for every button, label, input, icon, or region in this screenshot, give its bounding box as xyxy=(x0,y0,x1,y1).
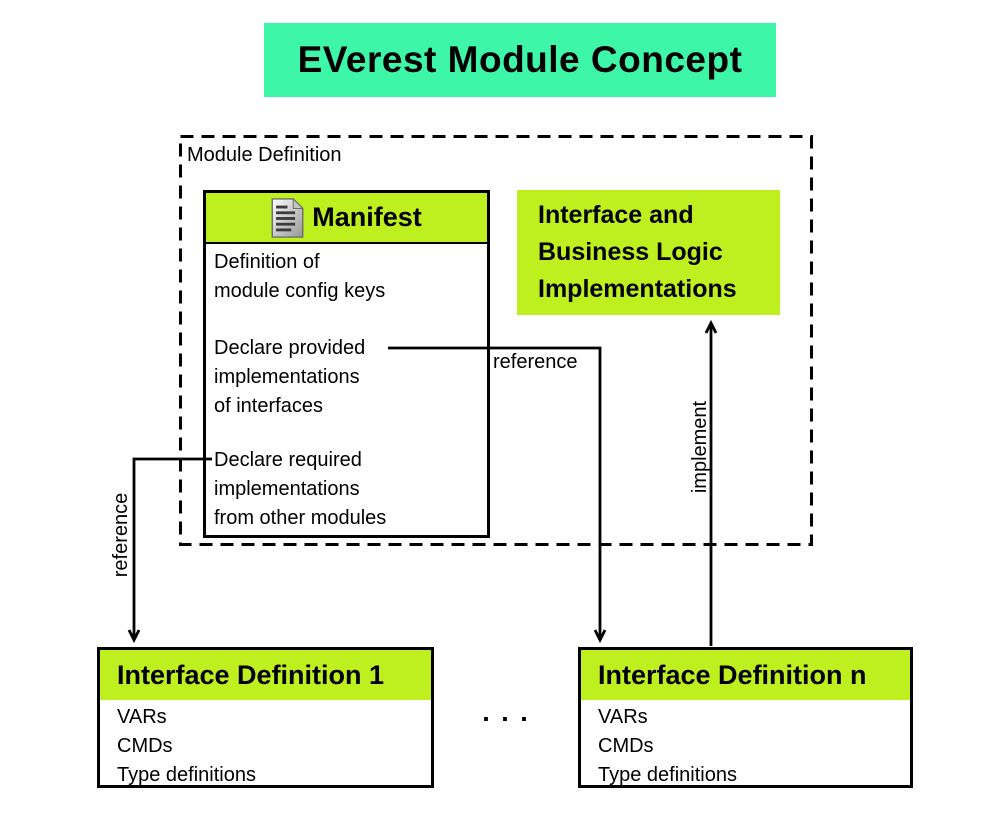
page-title: EVerest Module Concept xyxy=(297,39,743,80)
list-item: Type definitions xyxy=(598,764,737,786)
interface-definition-n-body: VARs CMDs Type definitions xyxy=(581,700,910,790)
list-item: VARs xyxy=(117,706,167,728)
interface-definition-n-header: Interface Definition n xyxy=(581,650,910,700)
interface-definition-1-header: Interface Definition 1 xyxy=(100,650,431,700)
manifest-config-section: Definition of module config keys xyxy=(214,251,386,302)
reference-left-label: reference xyxy=(109,492,132,578)
interface-definition-1-box: Interface Definition 1 VARs CMDs Type de… xyxy=(97,647,434,788)
implementations-box: Interface and Business Logic Implementat… xyxy=(517,190,780,315)
interface-definition-1-body: VARs CMDs Type definitions xyxy=(100,700,431,790)
list-item: CMDs xyxy=(598,735,654,757)
ellipsis-more-interfaces: . . . xyxy=(482,697,530,727)
reference-left-arrow xyxy=(127,457,212,644)
implement-label: implement xyxy=(688,400,711,494)
interface-definition-n-box: Interface Definition n VARs CMDs Type de… xyxy=(578,647,913,788)
title-banner: EVerest Module Concept xyxy=(264,23,776,97)
list-item: CMDs xyxy=(117,735,173,757)
manifest-box: Manifest Definition of module config key… xyxy=(203,190,490,538)
manifest-header: Manifest xyxy=(206,193,487,244)
manifest-required-section: Declare required implementations from ot… xyxy=(214,449,387,529)
manifest-document-icon xyxy=(271,197,305,238)
reference-right-label: reference xyxy=(493,351,578,373)
manifest-title: Manifest xyxy=(312,202,422,232)
manifest-provided-section: Declare provided implementations of inte… xyxy=(214,337,366,417)
module-definition-label: Module Definition xyxy=(187,144,342,166)
list-item: VARs xyxy=(598,706,648,728)
list-item: Type definitions xyxy=(117,764,256,786)
